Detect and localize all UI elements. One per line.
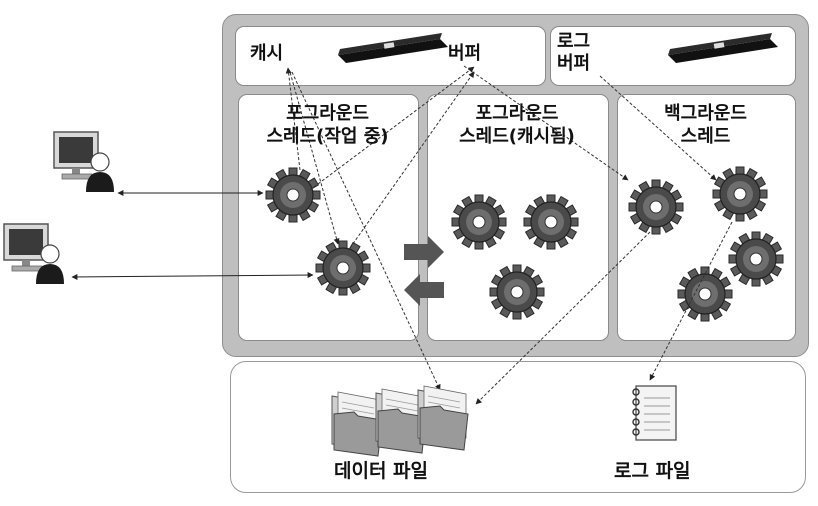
gear-icon <box>451 194 507 250</box>
bg-thread-title-line2: 스레드 <box>680 126 731 147</box>
gear-icon <box>628 179 684 235</box>
log-buffer-label-line2: 버퍼 <box>557 53 591 74</box>
gear-icon <box>265 167 321 223</box>
gear-icon <box>677 266 733 322</box>
log-notebook-icon <box>632 385 677 441</box>
gear-icon <box>315 240 371 296</box>
log-file-label: 로그 파일 <box>614 460 691 482</box>
fg-working-title-line2: 스레드(작업 중) <box>266 126 389 147</box>
memory-module-icon <box>338 33 448 63</box>
bg-thread-title-line1: 백그라운드 <box>664 103 747 124</box>
fg-cached-title-line2: 스레드(캐시됨) <box>459 126 575 147</box>
folder-icon <box>331 391 383 457</box>
fg-working-title-line1: 포그라운드 <box>286 103 369 124</box>
memory-module-icon <box>668 33 778 63</box>
user-terminal-icon <box>53 131 115 193</box>
buffer-label: 버퍼 <box>448 43 482 64</box>
folder-icon <box>417 385 469 451</box>
gear-icon <box>728 231 784 287</box>
cache-label: 캐시 <box>250 43 284 64</box>
storage-area <box>230 361 806 493</box>
fg-working-panel <box>238 94 419 341</box>
user-terminal-icon <box>3 223 65 285</box>
gear-icon <box>489 264 545 320</box>
gear-icon <box>523 194 579 250</box>
fg-cached-title-line1: 포그라운드 <box>475 103 559 124</box>
swap-arrows-icon <box>404 236 444 306</box>
gear-icon <box>712 166 768 222</box>
data-files-label: 데이터 파일 <box>334 460 429 482</box>
log-buffer-label-line1: 로그 <box>557 31 591 52</box>
